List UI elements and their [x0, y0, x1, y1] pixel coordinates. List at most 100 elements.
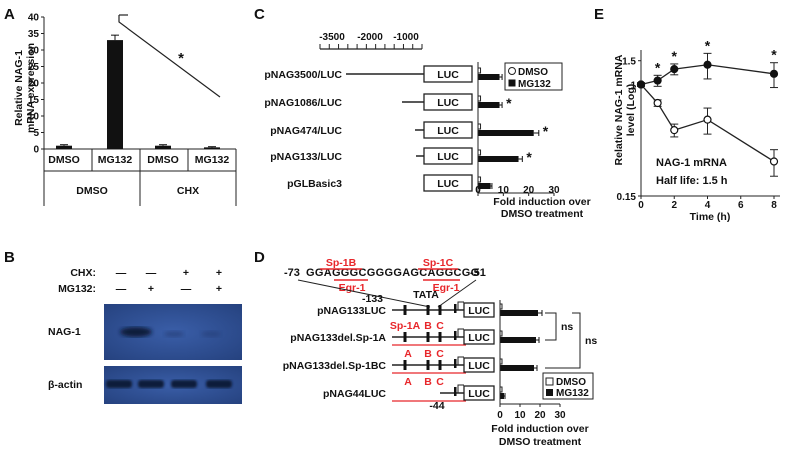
panel-d-construct-label: pNAG133del.Sp-1A: [290, 332, 386, 344]
panel-d-site-mark: [438, 332, 442, 342]
panel-d-legend-marker-mg132: [546, 389, 553, 396]
panel-c-construct-label: pNAG1086/LUC: [264, 97, 342, 109]
panel-d-xlabel-line1: Fold induction over: [491, 423, 588, 435]
panel-d-luc-label: LUC: [468, 388, 490, 400]
panel-e-xlabel: Time (h): [690, 211, 731, 223]
panel-d-mutant-label: B: [424, 348, 432, 360]
panel-e-annotation-line2: Half life: 1.5 h: [656, 175, 728, 187]
panel-c-xlabel-line1: Fold induction over: [493, 196, 590, 208]
panel-e-ylabel-line2: level (Log): [625, 84, 637, 137]
panel-c-construct-label: pGLBasic3: [287, 178, 342, 190]
panel-c-bar-mg132: [478, 130, 534, 136]
panel-d-mutant-label: C: [436, 320, 444, 332]
panel-a-group-label: CHX: [177, 185, 199, 197]
panel-b-label: B: [4, 249, 15, 266]
panel-b-treatments: CHX:——++MG132:—+—+: [58, 267, 222, 295]
panel-e-sig-star: *: [655, 59, 661, 75]
panel-d-luc-box: [463, 385, 495, 401]
panel-a-label: A: [4, 6, 15, 23]
panel-d-site-mark: [438, 360, 442, 370]
panel-c-luc-box: [423, 174, 473, 192]
panel-d-site-egr1-right: Egr-1: [433, 282, 460, 294]
panel-c-xlabel-line2: DMSO treatment: [501, 208, 584, 220]
panel-d-site-mark: [403, 305, 407, 315]
panel-c-construct-label: pNAG133/LUC: [270, 151, 342, 163]
panel-d-mutant-label: B: [424, 320, 432, 332]
blot-treatment-mark: +: [183, 267, 189, 279]
panel-d-tata-mark: [454, 387, 457, 396]
panel-d-mutant-label: B: [424, 376, 432, 388]
panel-d-pos44: -44: [429, 400, 444, 412]
panel-c-sig-star: *: [506, 95, 512, 111]
panel-e-point-mg132: [703, 60, 712, 69]
panel-d-mutant-label: A: [404, 348, 412, 360]
actin-band-lane3: [171, 380, 197, 388]
blot-treatment-mark: —: [181, 283, 192, 295]
panel-a-axes: [43, 17, 237, 206]
panel-d-construct-label: pNAG44LUC: [323, 388, 386, 400]
panel-d-luc-box: [463, 329, 495, 345]
panel-c-sig-star: *: [543, 123, 549, 139]
panel-e-point-dmso: [670, 126, 679, 135]
actin-band-lane4: [206, 380, 232, 388]
panel-d-mutant-label: A: [404, 376, 412, 388]
panel-d-ns-bracket-2: [545, 312, 581, 369]
panel-c-luc-box: [423, 147, 473, 165]
panel-d-site-mark: [426, 360, 430, 370]
panel-d-xtick-label: 0: [497, 410, 503, 421]
panel-c-xtick-label: 30: [548, 185, 560, 196]
panel-d-site-mark: [426, 332, 430, 342]
panel-c-legend-marker-mg132: [508, 79, 516, 87]
panel-c-label: C: [254, 6, 265, 23]
panel-d-site-mark: [438, 305, 442, 315]
panel-d-luc-box: [463, 302, 495, 318]
panel-a-bar: [155, 145, 171, 149]
panel-d-xtick-label: 20: [534, 410, 546, 421]
panel-d-ns-label-2: ns: [585, 335, 597, 347]
panel-c-luc-label: LUC: [437, 97, 459, 109]
panel-c-scale-label: -3500: [319, 32, 345, 43]
panel-d-legend-marker-dmso: [545, 377, 554, 386]
panel-a-bar: [56, 145, 72, 149]
panel-c-luc-box: [423, 65, 473, 83]
panel-d-tss-arrow: [457, 356, 464, 365]
panel-e-point-mg132: [636, 80, 646, 89]
panel-c-bar-mg132: [478, 183, 491, 189]
panel-e-ylabel: Relative NAG-1 mRNA level (Log): [613, 54, 637, 165]
panel-c-bar-mg132: [478, 102, 500, 108]
panel-b: B CHX:——++MG132:—+—+ NAG-1 β-actin: [4, 249, 242, 404]
panel-d-pos133: -133: [362, 293, 383, 305]
panel-d-site-mark: [426, 305, 430, 315]
panel-d-tss-arrow: [457, 384, 464, 393]
panel-e-sig-star: *: [672, 48, 678, 64]
panel-a-ytick-label: 15: [28, 95, 40, 106]
panel-c-constructs: pNAG3500/LUCLUC*pNAG1086/LUCLUC*pNAG474/…: [264, 65, 549, 192]
panel-d-legend-mg132: MG132: [556, 388, 589, 399]
panel-d-tata-mark: [454, 359, 457, 368]
panel-e-ytick-label: 0.15: [617, 192, 637, 203]
panel-c-luc-label: LUC: [437, 125, 459, 137]
panel-d-label: D: [254, 249, 265, 266]
panel-a-sig-bracket: [118, 15, 221, 98]
panel-c-construct-label: pNAG474/LUC: [270, 125, 342, 137]
nag1-band-lane2: [120, 327, 152, 337]
panel-d-mutant-label: Sp-1A: [390, 320, 421, 332]
panel-a-ytick-label: 10: [28, 112, 40, 123]
blot-row-nag1: NAG-1: [48, 326, 81, 338]
blot-row-actin: β-actin: [48, 379, 82, 391]
panel-d-zoom-line-right: [437, 279, 477, 308]
panel-e-point-mg132: [653, 76, 662, 85]
panel-d-bar-mg132: [500, 393, 504, 399]
panel-a-category-label: DMSO: [147, 154, 179, 166]
panel-a-ylabel-line1: Relative NAG-1: [13, 50, 25, 126]
panel-c-bar-mg132: [478, 74, 500, 80]
panel-d-bar-mg132: [500, 337, 536, 343]
panel-d-construct-label: pNAG133LUC: [317, 305, 386, 317]
